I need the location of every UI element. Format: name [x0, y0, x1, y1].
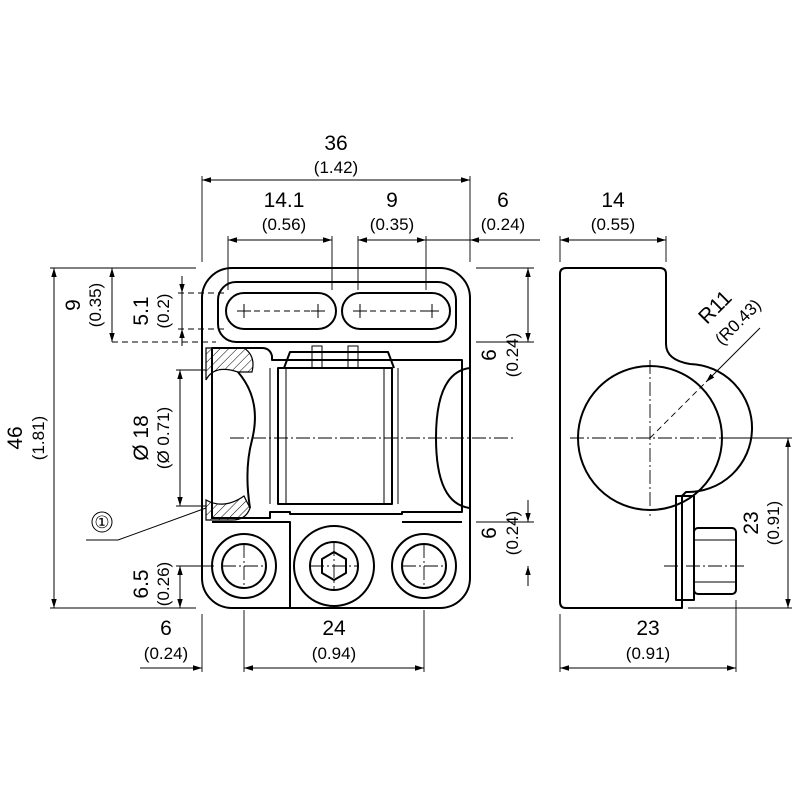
side-body-outline [559, 267, 754, 609]
side-screw-head [693, 527, 737, 595]
hinge-edges [269, 368, 399, 504]
hex-socket [321, 551, 347, 581]
dim-5-1-in: (0.2) [154, 294, 173, 329]
side-bore-centerlines [570, 360, 744, 516]
break-line [237, 371, 256, 509]
side-screw-lines [694, 539, 736, 583]
callout-circle [91, 511, 113, 533]
dim-23h-in: (0.91) [626, 644, 670, 663]
callout-leader [86, 507, 207, 541]
ext-6-right-upper [476, 267, 534, 343]
dim-d18-mm: Ø 18 [130, 415, 153, 461]
hole-center-outer [293, 525, 375, 607]
dim-24-mm: 24 [322, 617, 346, 640]
dim-6-top-in: (0.24) [481, 215, 525, 234]
hatch-top [205, 347, 254, 381]
dim-6-rl-mm: 6 [478, 527, 501, 539]
dim-9v-mm: 9 [62, 299, 85, 311]
dim-9h-in: (0.35) [370, 215, 414, 234]
dim-23v-in: (0.91) [764, 501, 783, 545]
front-body-outline [201, 267, 471, 609]
side-plunger [675, 495, 695, 601]
hatch-bottom [205, 495, 251, 521]
hole-centerlines [222, 542, 446, 590]
ext-23h [559, 600, 737, 672]
dim-36-mm: 36 [324, 132, 347, 155]
dim-6-bl-mm: 6 [160, 617, 172, 640]
slot-left [225, 292, 337, 330]
dim-14-in: (0.55) [591, 215, 635, 234]
hinge-top [283, 351, 395, 369]
front-dimensions: 36 (1.42) 14.1 (0.56) 9 (0.35) 6 (0.24) … [4, 132, 540, 672]
front-view [201, 267, 516, 609]
dim-9v-in: (0.35) [86, 283, 105, 327]
dim-6-bl-in: (0.24) [144, 644, 188, 663]
ext-46 [50, 267, 196, 609]
dim-6-ru-mm: 6 [478, 349, 501, 361]
radius-line [649, 375, 713, 439]
dim-5-1-mm: 5.1 [130, 296, 153, 325]
callout-1: ① [94, 513, 109, 532]
dim-d18-in: (Ø 0.71) [154, 407, 173, 469]
dim-9h-mm: 9 [386, 189, 398, 212]
front-cavity [211, 347, 463, 519]
hole-right-outer [391, 533, 457, 599]
ext-5-1 [178, 292, 226, 330]
radius-leader [705, 327, 761, 383]
dim-24-in: (0.94) [312, 644, 356, 663]
hinge-tab-right [347, 345, 359, 369]
pocket-lines [212, 521, 462, 608]
ext-36 [201, 176, 471, 262]
slot-center-marks [237, 304, 439, 318]
ext-23v [688, 437, 792, 609]
dim-46-mm: 46 [4, 426, 27, 449]
dim-6-ru-in: (0.24) [503, 333, 522, 377]
ext-9h [357, 236, 427, 290]
ext-bottom [201, 610, 425, 672]
ext-14-1 [227, 236, 333, 290]
dim-14-1-in: (0.56) [262, 215, 306, 234]
dim-6-5-in: (0.26) [154, 562, 173, 606]
dim-6-5-mm: 6.5 [130, 569, 153, 598]
dim-46-in: (1.81) [29, 416, 48, 460]
dim-6-top-mm: 6 [497, 189, 509, 212]
dim-23h-mm: 23 [636, 617, 659, 640]
hinge-block [277, 367, 393, 505]
slot-right [341, 292, 451, 330]
dim-6-rl-in: (0.24) [503, 511, 522, 555]
dim-14-1-mm: 14.1 [264, 189, 305, 212]
dim-23v-mm: 23 [740, 511, 763, 534]
dim-14-mm: 14 [601, 189, 625, 212]
hinge-tab-left [311, 345, 323, 369]
dim-36-in: (1.42) [314, 158, 358, 177]
slot-window [217, 281, 457, 343]
